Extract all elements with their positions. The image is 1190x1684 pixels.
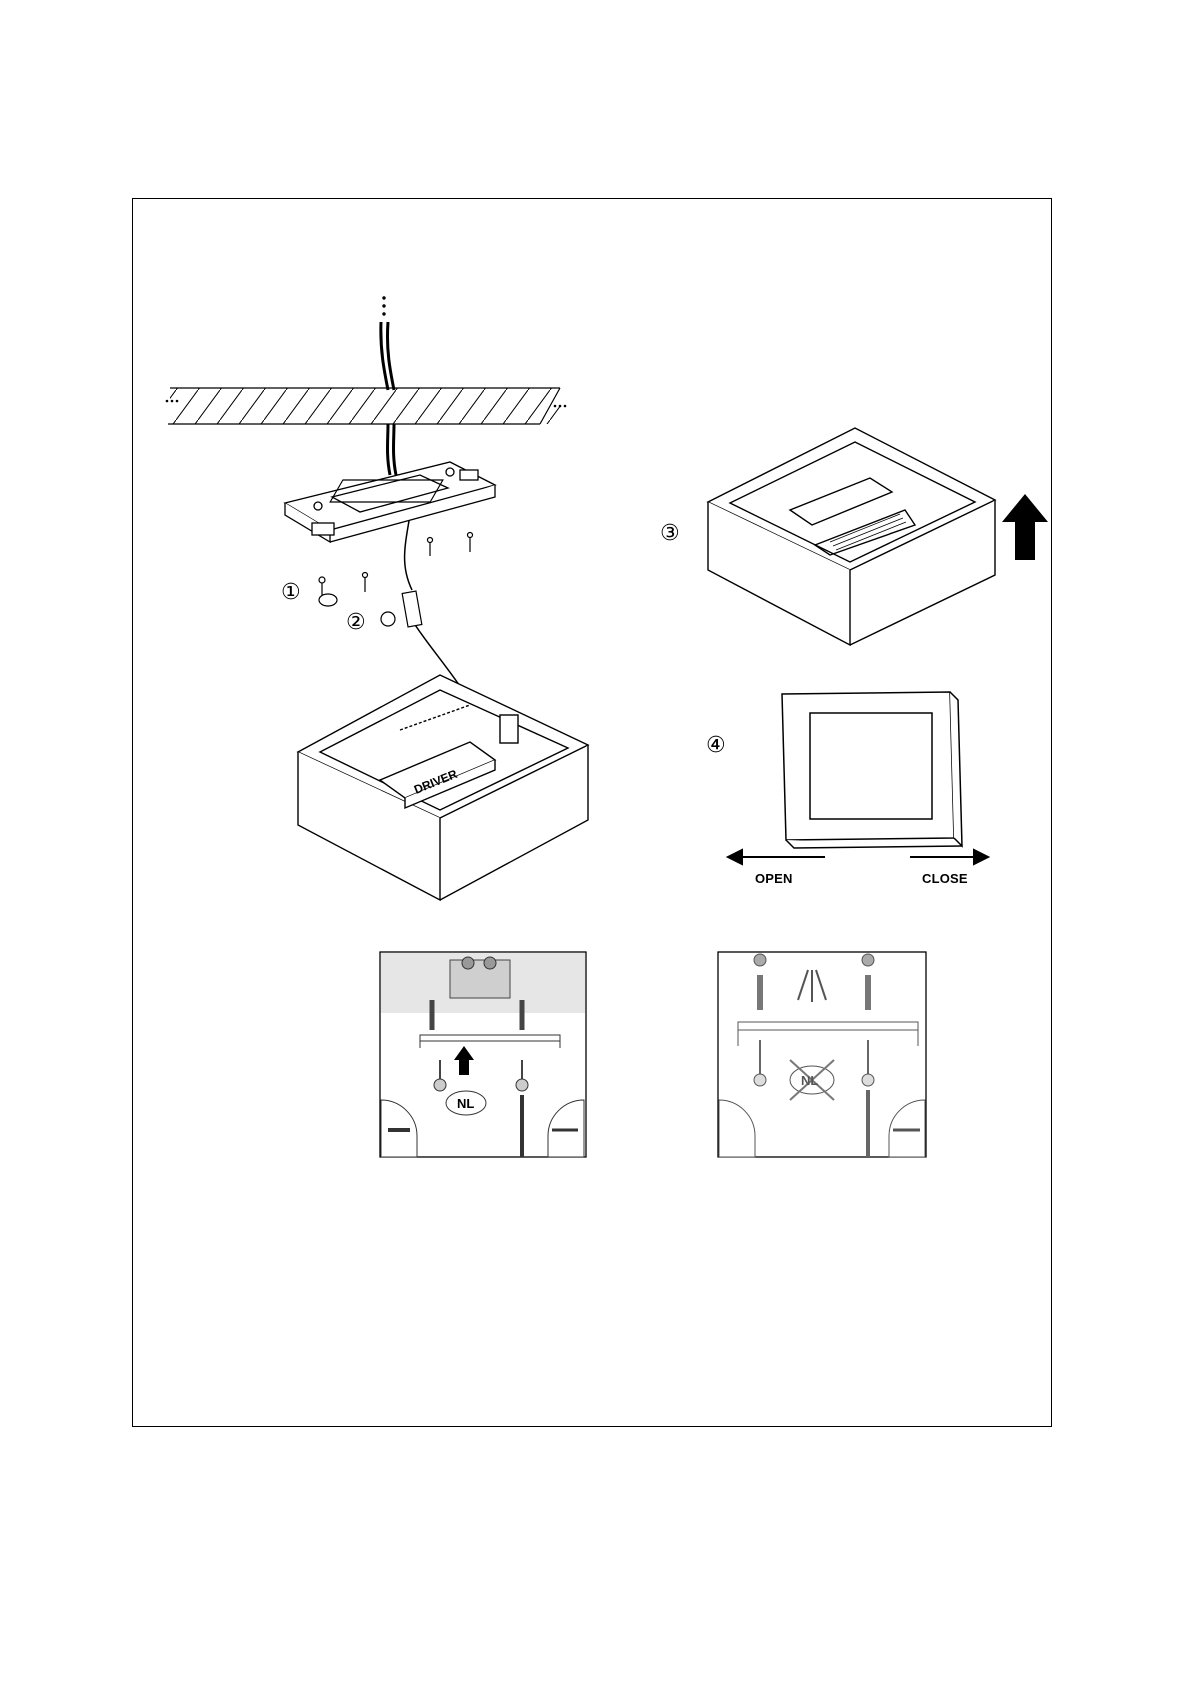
nl-left-label: NL xyxy=(457,1096,474,1111)
up-arrow-icon xyxy=(1002,494,1048,560)
lamp-box-icon xyxy=(708,428,995,645)
wire-connector-icon xyxy=(381,591,422,627)
step-2-label: ② xyxy=(346,612,366,634)
step-4-label: ④ xyxy=(706,735,726,757)
screw-icon xyxy=(319,533,473,607)
close-label: CLOSE xyxy=(922,871,968,886)
step-1-label: ① xyxy=(281,582,301,604)
nl-right-label: NL xyxy=(801,1073,818,1088)
step-3-label: ③ xyxy=(660,523,680,545)
lamp-box-icon xyxy=(298,675,588,900)
left-arrow-icon xyxy=(728,850,825,864)
ceiling-icon xyxy=(166,388,567,424)
cable-icon xyxy=(381,297,490,740)
frame-icon xyxy=(782,692,962,848)
right-arrow-icon xyxy=(910,850,988,864)
open-label: OPEN xyxy=(755,871,793,886)
install-panel-left xyxy=(380,952,586,1157)
install-panel-right xyxy=(718,952,926,1157)
